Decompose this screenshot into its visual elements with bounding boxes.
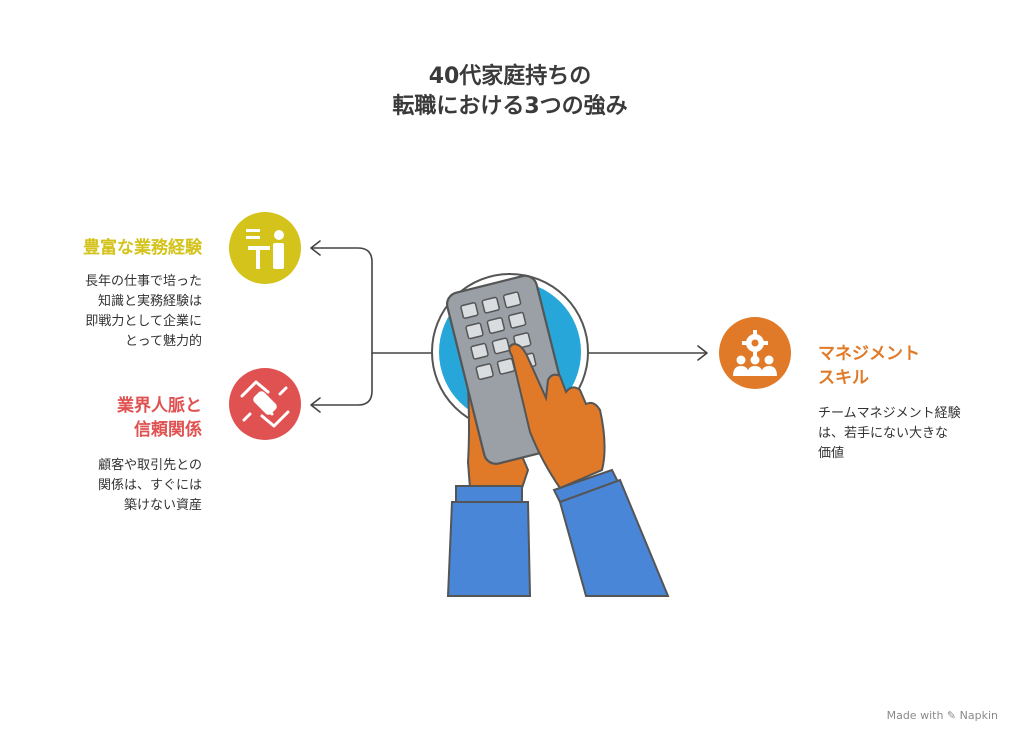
made-with-napkin-footer[interactable]: Made with ✎ Napkin [887,709,998,722]
napkin-logo-icon: ✎ [946,709,957,722]
diagram-title: 40代家庭持ちの 転職における3つの強み [0,62,1020,122]
heading-business-experience: 豊富な業務経験 [83,238,202,258]
napkin-brand: Napkin [959,709,998,722]
calculator-hands-icon [431,273,670,597]
handshake-icon [229,368,301,440]
team-gear-icon [719,317,791,389]
heading-management-skill: マネジメント スキル [818,344,920,388]
connector-lines [312,247,706,406]
arrow-heads [310,240,708,413]
presenter-icon [229,212,301,284]
desc-business-experience: 長年の仕事で培った 知識と実務経験は 即戦力として企業に とって魅力的 [84,274,202,349]
desc-network-trust: 顧客や取引先との 関係は、すぐには 築けない資産 [97,458,202,513]
desc-management-skill: チームマネジメント経験 は、若手にない大きな 価値 [818,406,961,461]
made-with-label: Made with [886,709,944,722]
heading-network-trust: 業界人脈と 信頼関係 [117,396,202,440]
title-line-1: 40代家庭持ちの [428,64,592,89]
title-line-2: 転職における3つの強み [392,94,628,119]
